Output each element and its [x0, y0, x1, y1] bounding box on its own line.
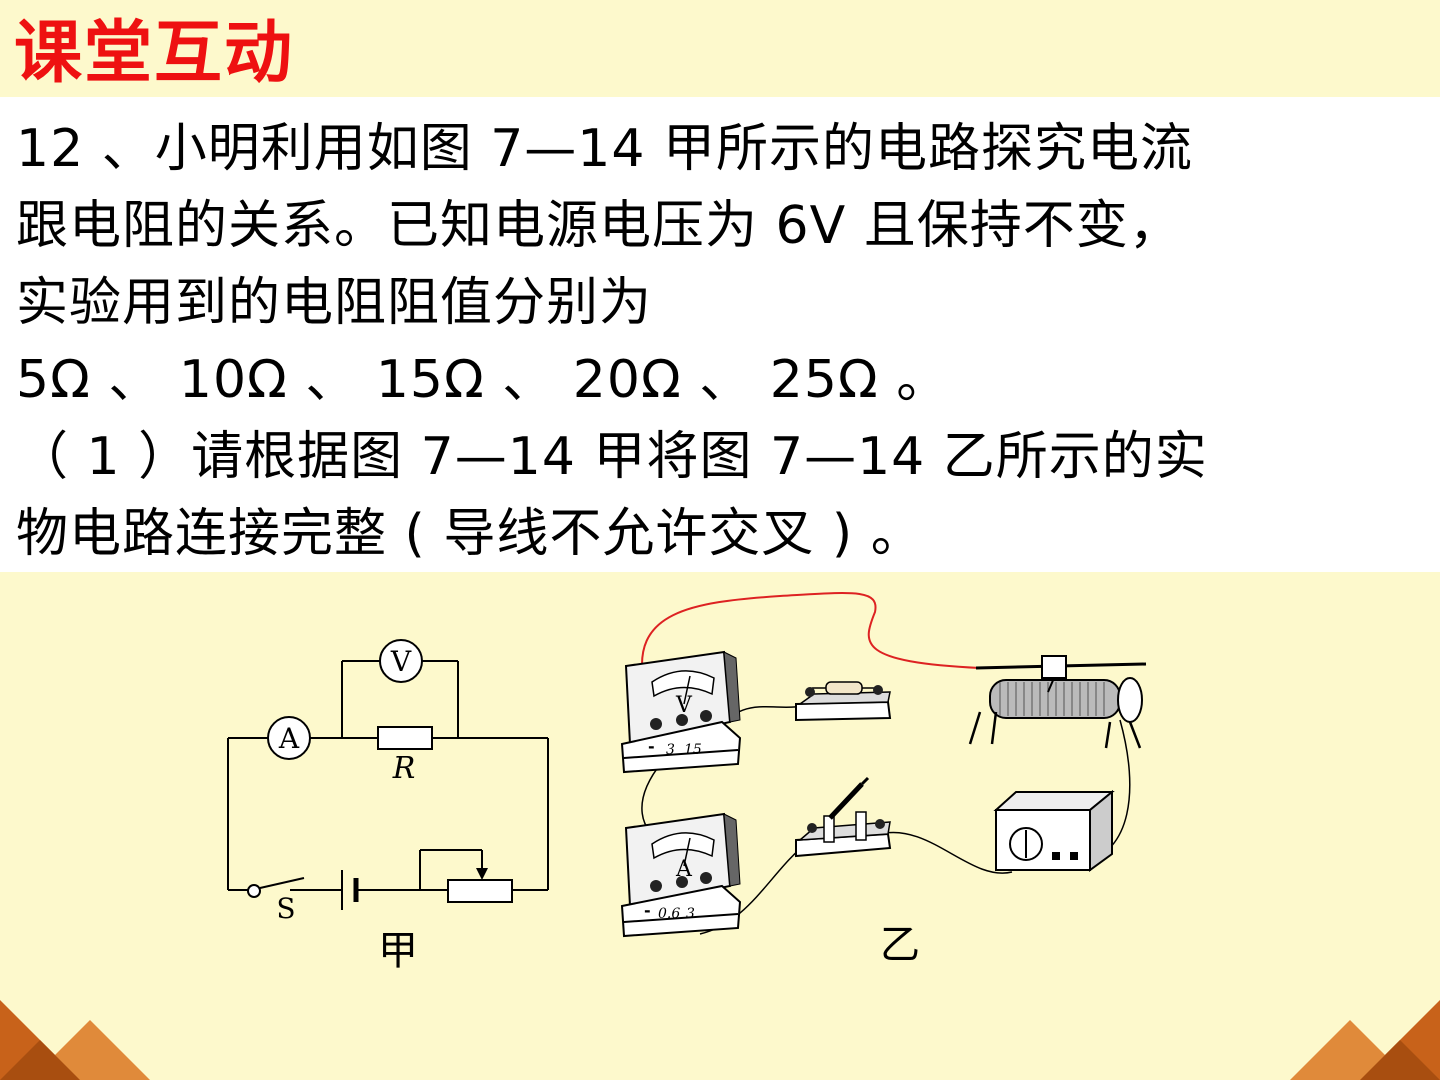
figure-caption-jia: 甲 [378, 928, 418, 974]
question-line: 物电路连接完整 ( 导线不允许交叉 ) 。 [16, 504, 924, 564]
voltmeter-terminal-minus: - [648, 737, 655, 756]
question-line: 5Ω 、 10Ω 、 15Ω 、 20Ω 、 25Ω 。 [16, 350, 950, 410]
corner-decoration-right [1290, 1000, 1440, 1080]
question-text-block: 12 、小明利用如图 7—14 甲所示的电路探究电流 跟电阻的关系。已知电源电压… [0, 97, 1440, 572]
figure-caption-yi-svg: 乙 [880, 922, 920, 968]
circuit-diagram-jia: V A R S [227, 639, 549, 925]
question-line: 12 、小明利用如图 7—14 甲所示的电路探究电流 [16, 119, 1194, 179]
power-supply-device [993, 789, 1115, 872]
voltmeter-terminal-3: 3 [666, 742, 675, 758]
question-line: 跟电阻的关系。已知电源电压为 6V 且保持不变， [16, 196, 1182, 256]
question-line: 实验用到的电阻阻值分别为 [16, 273, 653, 333]
voltmeter-symbol: V [390, 645, 412, 678]
figure-area: V A R S 甲 V - 3 [0, 572, 1440, 1080]
switch-label: S [276, 892, 295, 925]
voltmeter-face-label: V [675, 693, 693, 718]
ammeter-terminal-3: 3 [686, 906, 695, 922]
ammeter-face-label: A [675, 857, 693, 882]
physical-circuit-yi: V - 3 15 A - 0.6 3 [620, 592, 1147, 968]
rheostat-device [968, 655, 1147, 749]
ammeter-device: A - 0.6 3 [620, 812, 742, 938]
corner-decoration-left [0, 1000, 150, 1080]
question-line: （ 1 ）请根据图 7—14 甲将图 7—14 乙所示的实 [16, 427, 1208, 487]
voltmeter-device: V - 3 15 [620, 650, 742, 774]
voltmeter-terminal-15: 15 [684, 742, 702, 758]
ammeter-terminal-minus: - [644, 901, 651, 920]
switch-device [795, 776, 892, 858]
ammeter-symbol: A [278, 722, 300, 755]
slide-title: 课堂互动 [14, 13, 295, 93]
ammeter-terminal-0-6: 0.6 [658, 906, 680, 922]
resistor-device [795, 681, 892, 722]
resistor-label: R [392, 751, 416, 786]
red-wire [641, 592, 981, 685]
